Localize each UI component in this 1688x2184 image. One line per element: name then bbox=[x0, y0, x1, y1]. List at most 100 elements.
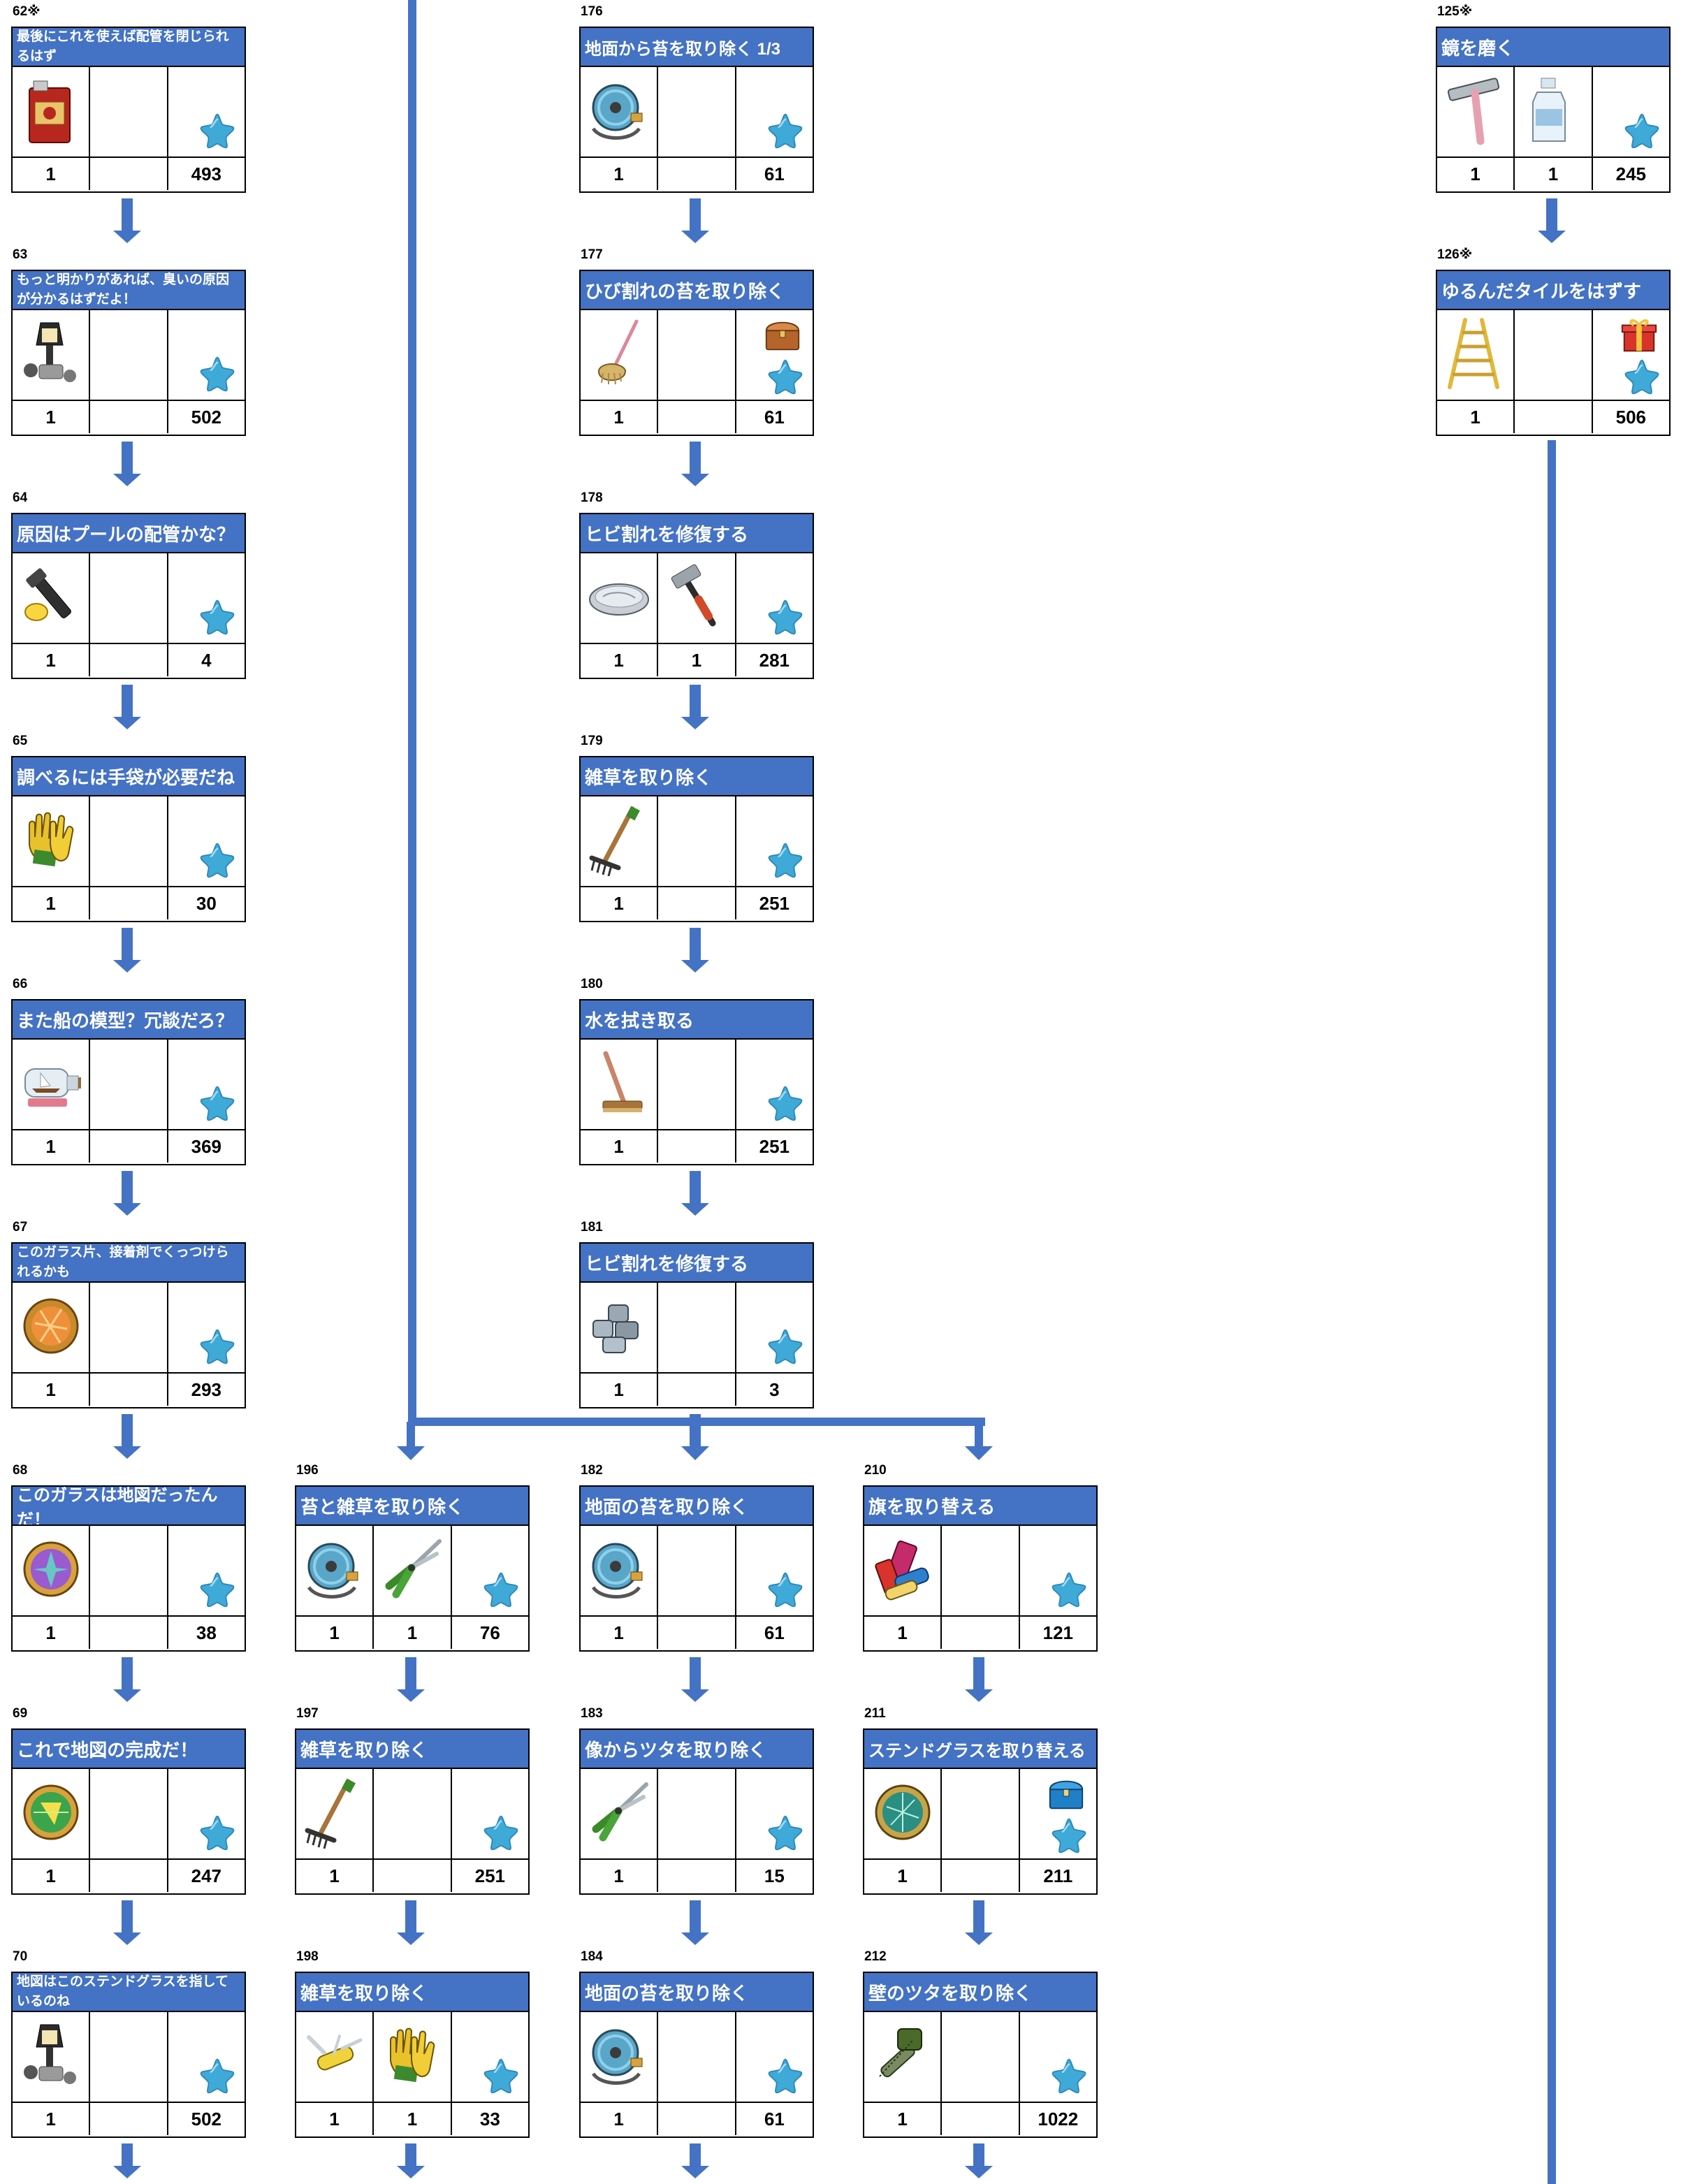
star-icon bbox=[198, 355, 236, 393]
flow-arrow bbox=[397, 1657, 425, 1702]
reward-cell bbox=[1020, 1526, 1096, 1615]
flow-arrow bbox=[681, 198, 709, 243]
item-quantity bbox=[658, 887, 736, 919]
item-quantity bbox=[658, 1617, 736, 1649]
star-icon bbox=[766, 598, 804, 636]
flashlight-icon bbox=[20, 560, 82, 633]
reward-cell bbox=[736, 1769, 813, 1858]
task-title: 地面から苔を取り除く 1/3 bbox=[581, 28, 813, 67]
item-cell bbox=[296, 1526, 374, 1615]
item-row bbox=[864, 1526, 1096, 1617]
item-cell bbox=[581, 1040, 659, 1129]
item-cell bbox=[90, 1283, 168, 1372]
task-title: ひび割れの苔を取り除く bbox=[581, 271, 813, 310]
item-quantity bbox=[90, 1374, 168, 1406]
reward-cell bbox=[452, 1526, 528, 1615]
task-title: 地面の苔を取り除く bbox=[581, 1487, 813, 1526]
star-icon bbox=[198, 1571, 236, 1608]
item-quantity: 1 bbox=[1437, 158, 1515, 190]
item-quantity bbox=[942, 1617, 1020, 1649]
oil-can-icon bbox=[20, 74, 82, 147]
item-quantity bbox=[658, 1130, 736, 1163]
reward-cell bbox=[168, 1526, 245, 1615]
item-row bbox=[1437, 67, 1669, 158]
item-quantity bbox=[90, 1860, 168, 1892]
task-title: 地面の苔を取り除く bbox=[581, 1973, 813, 2012]
item-cell bbox=[658, 796, 736, 886]
item-quantity bbox=[90, 644, 168, 676]
task-number: 179 bbox=[581, 734, 603, 748]
item-quantity bbox=[374, 1860, 452, 1892]
item-row bbox=[581, 553, 813, 644]
task-number: 64 bbox=[13, 490, 28, 505]
item-cell bbox=[13, 1040, 91, 1129]
star-icon bbox=[1623, 112, 1661, 150]
task-number: 67 bbox=[13, 1220, 28, 1235]
star-reward-count: 61 bbox=[764, 163, 785, 184]
item-cell bbox=[581, 67, 659, 156]
item-cell bbox=[90, 1526, 168, 1615]
item-quantity bbox=[90, 1617, 168, 1649]
item-quantity: 1 bbox=[864, 2103, 943, 2135]
reward-cell bbox=[168, 796, 245, 886]
mop-icon bbox=[588, 317, 650, 390]
item-cell bbox=[581, 1769, 659, 1858]
glass-disc-purple-icon bbox=[20, 1533, 82, 1606]
item-cell bbox=[864, 2012, 943, 2102]
item-quantity: 1 bbox=[581, 2103, 659, 2135]
item-row bbox=[13, 2012, 245, 2103]
reward-cell bbox=[1593, 310, 1669, 400]
item-cell bbox=[658, 310, 736, 400]
flow-arrow bbox=[113, 1171, 141, 1216]
flow-arrow bbox=[113, 685, 141, 729]
task-title: また船の模型？冗談だろ？ bbox=[13, 1000, 245, 1040]
item-cell bbox=[13, 1769, 91, 1858]
item-quantity: 1 bbox=[13, 158, 91, 190]
flow-arrow bbox=[965, 1900, 993, 1945]
flow-arrow bbox=[965, 1657, 993, 1702]
task-title: ヒビ割れを修復する bbox=[581, 514, 813, 553]
task-title: ステンドグラスを取り替える bbox=[864, 1730, 1096, 1769]
hose-reel-icon bbox=[588, 2019, 650, 2092]
reward-cell bbox=[1020, 1769, 1096, 1858]
item-quantity: 1 bbox=[374, 1617, 452, 1649]
pocket-knife-icon bbox=[303, 2019, 366, 2092]
squeegee-icon bbox=[1444, 74, 1507, 147]
paving-tiles-icon bbox=[588, 1290, 650, 1362]
flow-arrow bbox=[681, 685, 709, 729]
item-quantity bbox=[658, 2103, 736, 2135]
gift-box-icon bbox=[1619, 316, 1659, 354]
task-number: 197 bbox=[296, 1706, 319, 1721]
star-icon bbox=[1050, 2057, 1088, 2095]
task-title: このガラスは地図だったんだ！ bbox=[13, 1487, 245, 1526]
star-icon bbox=[766, 2057, 804, 2095]
item-quantity bbox=[90, 2103, 168, 2135]
task-number: 184 bbox=[581, 1949, 603, 1964]
item-cell bbox=[90, 553, 168, 643]
hammer-icon bbox=[665, 560, 728, 633]
star-icon bbox=[198, 112, 236, 150]
task-number: 198 bbox=[296, 1949, 319, 1964]
task-number: 177 bbox=[581, 247, 603, 262]
item-quantity: 1 bbox=[581, 887, 659, 919]
item-quantity: 1 bbox=[581, 1130, 659, 1163]
gloves-icon bbox=[20, 803, 82, 876]
task-title: これで地図の完成だ！ bbox=[13, 1730, 245, 1769]
reward-cell bbox=[168, 1283, 245, 1372]
spray-bottle-icon bbox=[1522, 74, 1585, 147]
street-lamp-icon bbox=[20, 2019, 82, 2092]
